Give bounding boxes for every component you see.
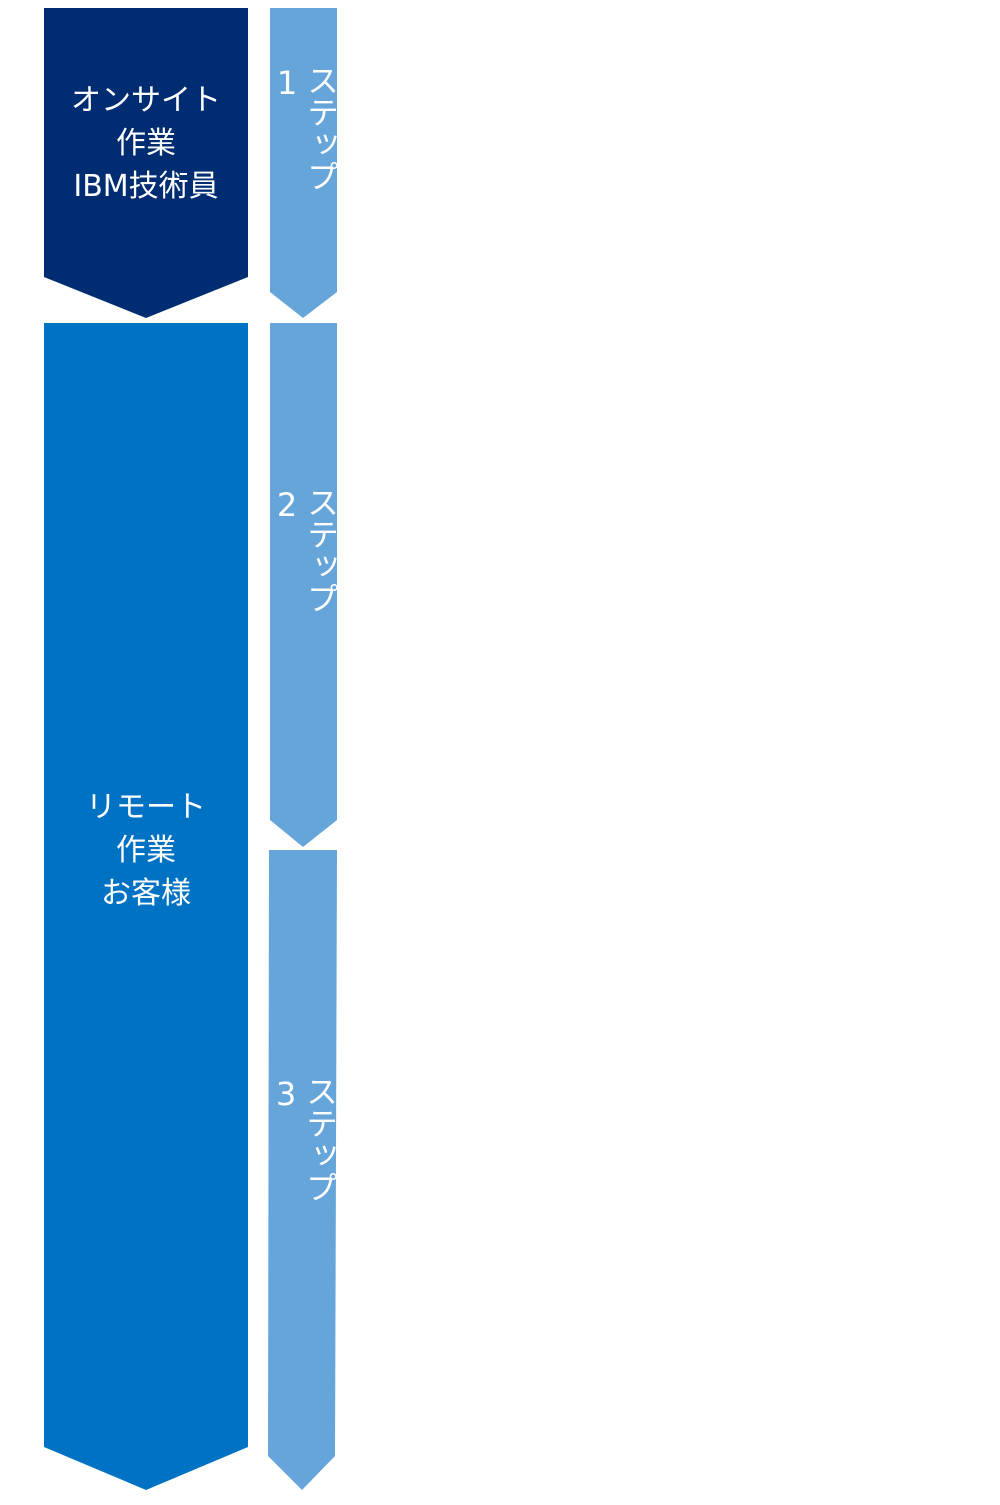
- phase-onsite-arrow: [44, 8, 248, 318]
- phase-remote-arrow: [44, 323, 248, 1490]
- phase-remote-line-2: 作業: [116, 833, 176, 868]
- step-1-arrow: [270, 8, 337, 318]
- phase-remote-line-3: お客様: [101, 876, 191, 911]
- step-3-label: ステップ3: [267, 1075, 339, 1203]
- phase-remote-line-1: リモート: [86, 790, 206, 825]
- phase-onsite-line-2: 作業: [116, 126, 176, 161]
- step-1-label: ステップ1: [268, 64, 340, 192]
- step-2-arrow: [270, 323, 337, 847]
- phase-onsite-line-1: オンサイト: [71, 83, 221, 118]
- step-3-arrow: [268, 850, 337, 1490]
- phase-remote-label: リモート 作業 お客様: [44, 786, 248, 915]
- phase-onsite-label: オンサイト 作業 IBM技術員: [44, 79, 248, 208]
- phase-onsite-line-3: IBM技術員: [73, 169, 219, 204]
- step-2-label: ステップ2: [268, 486, 340, 614]
